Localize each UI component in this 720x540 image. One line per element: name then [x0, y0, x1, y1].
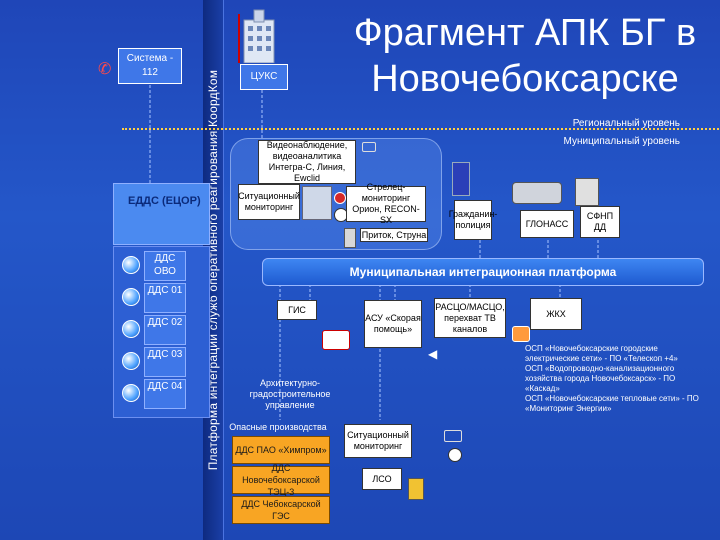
tsuks-box: ЦУКС — [240, 64, 288, 90]
globe-icon — [122, 256, 140, 274]
tets3-box: ДДС Новочебоксарской ТЭЦ-3 — [232, 463, 330, 497]
list-item: ДДС 02 — [122, 315, 202, 345]
gis-box: ГИС — [277, 300, 317, 320]
dds-label: ДДС 02 — [144, 315, 186, 345]
terminal-icon — [302, 186, 332, 220]
strelets-box: Стрелец-мониторинг Орион, RECON-SX — [346, 182, 426, 225]
lso-icon — [408, 478, 424, 500]
asu-ambulance-box: АСУ «Скорая помощь» — [364, 300, 422, 348]
edds-box: ЕДДС (ЕЦОР) — [113, 183, 210, 245]
phone-icon: ✆ — [98, 61, 112, 78]
glonass-box: ГЛОНАСС — [520, 210, 574, 238]
list-item: ДДС 03 — [122, 347, 202, 377]
list-item: ДДС ОВО — [122, 251, 202, 281]
radio-icon — [344, 228, 356, 248]
level-separator — [122, 128, 720, 130]
system-112-box: Система - 112 — [118, 48, 182, 84]
camera-icon — [444, 430, 462, 442]
list-item: ДДС 04 — [122, 379, 202, 409]
police-column-icon — [452, 162, 470, 196]
himprom-box: ДДС ПАО «Химпром» — [232, 436, 330, 464]
pritok-box: Приток, Струна — [360, 228, 428, 242]
regional-level-label: Региональный уровень — [572, 118, 680, 129]
dds-label: ДДС 03 — [144, 347, 186, 377]
page-title: Фрагмент АПК БГ в Новочебоксарске — [353, 12, 697, 100]
ges-box: ДДС Чебоксарской ГЭС — [232, 496, 330, 524]
dds-group: ДДС ОВО ДДС 01 ДДС 02 ДДС 03 ДДС 04 — [113, 246, 210, 418]
dds-label: ДДС 04 — [144, 379, 186, 409]
globe-icon — [122, 384, 140, 402]
dds-label: ДДС 01 — [144, 283, 186, 313]
citizen-police-box: Гражданин-полиция — [449, 200, 497, 240]
ambulance-icon — [322, 330, 350, 350]
globe-icon — [122, 352, 140, 370]
car-icon — [512, 182, 562, 204]
arch-label: Архитектурно-градостроительное управлени… — [249, 378, 331, 410]
dangerous-label: Опасные производства — [229, 422, 327, 432]
globe-icon — [122, 288, 140, 306]
sensor-icon — [575, 178, 599, 206]
utility-item: ОСП «Новочебоксарские тепловые сети» - П… — [525, 394, 699, 413]
clock-icon — [448, 448, 462, 462]
video-surveillance-box: Видеонаблюдение, видеоаналитика Интегра-… — [258, 140, 356, 184]
situational-monitoring-box: Ситуационный мониторинг — [238, 184, 300, 220]
list-item: ДДС 01 — [122, 283, 202, 313]
lso-box: ЛСО — [362, 468, 402, 490]
municipal-level-label: Муниципальный уровень — [563, 136, 680, 147]
zhkh-box: ЖКХ — [530, 298, 582, 330]
dds-label: ДДС ОВО — [144, 251, 186, 281]
edds-label: ЕДДС (ЕЦОР) — [128, 195, 201, 207]
utility-item: ОСП «Водопроводно-канализационного хозяй… — [525, 364, 676, 393]
municipal-platform: Муниципальная интеграционная платформа — [262, 258, 704, 286]
situational-monitoring-box-2: Ситуационный мониторинг — [344, 424, 412, 458]
building-icon — [238, 8, 280, 64]
globe-icon — [122, 320, 140, 338]
sfnp-box: СФНП ДД — [580, 206, 620, 238]
utilities-list: ОСП «Новочебоксарские городские электрич… — [525, 344, 710, 414]
rasco-box: РАСЦО/МАСЦО, перехват ТВ каналов — [434, 298, 506, 338]
speaker-icon: ◀ — [428, 347, 438, 361]
camera-icon — [362, 142, 376, 152]
utility-icon — [512, 326, 530, 342]
utility-item: ОСП «Новочебоксарские городские электрич… — [525, 344, 678, 363]
alarm-icon — [334, 192, 346, 204]
